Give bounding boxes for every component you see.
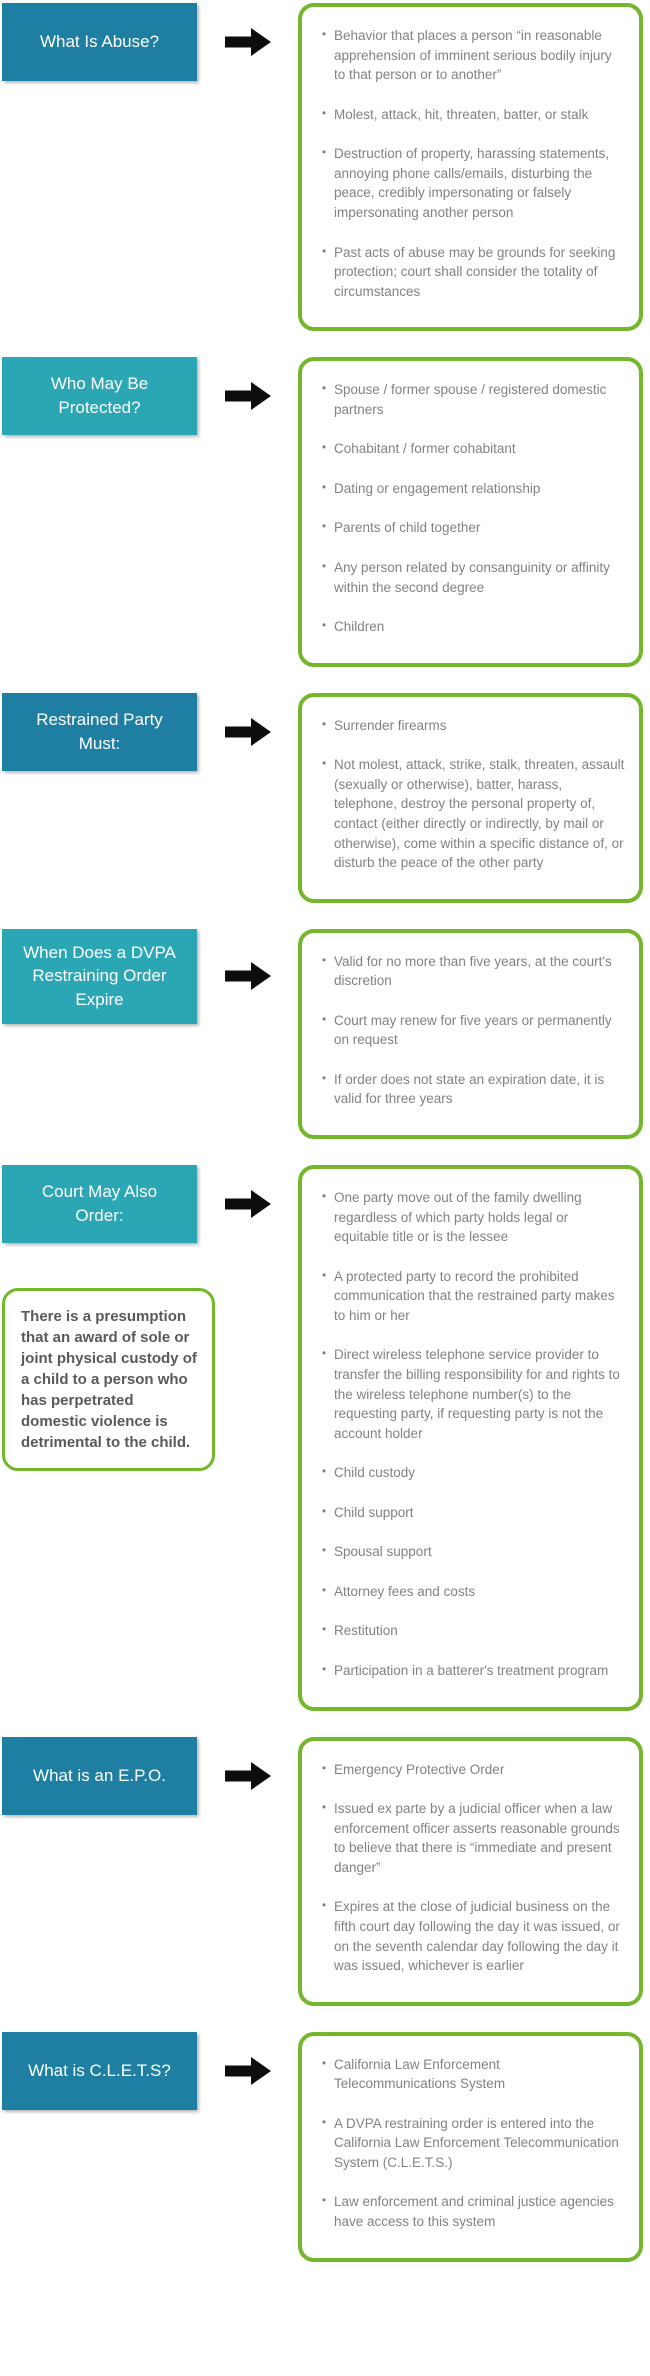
section-title-strip: When Does a DVPA Restraining Order Expir…	[2, 928, 298, 1025]
right-arrow-icon	[224, 28, 271, 56]
bullet-item: Dating or engagement relationship	[321, 479, 625, 499]
section-left-column: When Does a DVPA Restraining Order Expir…	[2, 928, 298, 1025]
bullet-item: Expires at the close of judicial busines…	[321, 1897, 625, 1975]
bullet-item: Spousal support	[321, 1542, 625, 1562]
bullet-item: Emergency Protective Order	[321, 1760, 625, 1780]
section-title: Restrained Party Must:	[36, 709, 163, 753]
bullet-list: Valid for no more than five years, at th…	[321, 952, 625, 1109]
bullet-item: Child support	[321, 1503, 625, 1523]
section-title-box: What is an E.P.O.	[2, 1736, 197, 1815]
section-title-box: Court May Also Order:	[2, 1165, 197, 1243]
section-title-strip: What is an E.P.O.	[2, 1736, 298, 1815]
bullet-item: Destruction of property, harassing state…	[321, 144, 625, 222]
section-title-box: Restrained Party Must:	[2, 692, 197, 771]
bullet-item: Parents of child together	[321, 518, 625, 538]
section-what-is-clets: What is C.L.E.T.S? California Law Enforc…	[2, 2031, 643, 2262]
section-title-box: What Is Abuse?	[2, 3, 197, 81]
bullet-item: Valid for no more than five years, at th…	[321, 952, 625, 991]
section-left-column: What is an E.P.O.	[2, 1736, 298, 1815]
section-title-strip: What is C.L.E.T.S?	[2, 2031, 298, 2110]
bullet-item: Spouse / former spouse / registered dome…	[321, 380, 625, 419]
section-left-column: Court May Also Order: There is a presump…	[2, 1165, 298, 1471]
section-content-box: One party move out of the family dwellin…	[298, 1165, 643, 1711]
bullet-item: Law enforcement and criminal justice age…	[321, 2192, 625, 2231]
section-court-may-also-order: Court May Also Order: There is a presump…	[2, 1165, 643, 1711]
section-when-does-order-expire: When Does a DVPA Restraining Order Expir…	[2, 928, 643, 1139]
bullet-item: One party move out of the family dwellin…	[321, 1188, 625, 1247]
arrow-container	[197, 962, 298, 991]
bullet-item: Molest, attack, hit, threaten, batter, o…	[321, 105, 625, 125]
section-content-box: Surrender firearmsNot molest, attack, st…	[298, 692, 643, 903]
bullet-list: Spouse / former spouse / registered dome…	[321, 380, 625, 637]
bullet-item: Attorney fees and costs	[321, 1582, 625, 1602]
section-title: Court May Also Order:	[41, 1182, 158, 1225]
bullet-item: Any person related by consanguinity or a…	[321, 558, 625, 597]
section-restrained-party-must: Restrained Party Must: Surrender firearm…	[2, 692, 643, 903]
bullet-item: Behavior that places a person “in reason…	[321, 26, 625, 85]
right-arrow-icon	[224, 717, 271, 746]
bullet-item: Past acts of abuse may be grounds for se…	[321, 243, 625, 302]
arrow-container	[197, 1761, 298, 1790]
section-content-box: Behavior that places a person “in reason…	[298, 3, 643, 332]
bullet-list: Behavior that places a person “in reason…	[321, 26, 625, 301]
bullet-item: Restitution	[321, 1621, 625, 1641]
custody-presumption-note: There is a presumption that an award of …	[2, 1288, 215, 1471]
section-content-box: California Law Enforcement Telecommunica…	[298, 2031, 643, 2262]
section-title: Who May Be Protected?	[50, 374, 149, 418]
section-who-may-be-protected: Who May Be Protected? Spouse / former sp…	[2, 357, 643, 667]
bullet-item: California Law Enforcement Telecommunica…	[321, 2055, 625, 2094]
arrow-container	[197, 382, 298, 411]
right-arrow-icon	[224, 2056, 271, 2085]
section-left-column: What is C.L.E.T.S?	[2, 2031, 298, 2110]
arrow-container	[197, 717, 298, 746]
bullet-item: Issued ex parte by a judicial officer wh…	[321, 1799, 625, 1877]
right-arrow-icon	[224, 1190, 271, 1218]
section-left-column: Restrained Party Must:	[2, 692, 298, 771]
section-title-strip: What Is Abuse?	[2, 3, 298, 81]
dvpa-infographic: What Is Abuse? Behavior that places a pe…	[0, 0, 650, 2272]
right-arrow-icon	[224, 962, 271, 991]
section-what-is-an-epo: What is an E.P.O. Emergency Protective O…	[2, 1736, 643, 2006]
bullet-item: Children	[321, 617, 625, 637]
bullet-item: A DVPA restraining order is entered into…	[321, 2114, 625, 2173]
section-content-box: Valid for no more than five years, at th…	[298, 928, 643, 1139]
bullet-item: Not molest, attack, strike, stalk, threa…	[321, 755, 625, 872]
bullet-item: Direct wireless telephone service provid…	[321, 1345, 625, 1443]
right-arrow-icon	[224, 382, 271, 411]
section-title-box: Who May Be Protected?	[2, 357, 197, 436]
section-title-box: When Does a DVPA Restraining Order Expir…	[2, 928, 197, 1025]
section-title: When Does a DVPA Restraining Order Expir…	[23, 942, 176, 1010]
section-title: What is C.L.E.T.S?	[28, 2060, 171, 2080]
bullet-list: Surrender firearmsNot molest, attack, st…	[321, 716, 625, 873]
bullet-item: Child custody	[321, 1463, 625, 1483]
section-title: What is an E.P.O.	[33, 1765, 166, 1785]
arrow-container	[197, 2056, 298, 2085]
section-title-strip: Who May Be Protected?	[2, 357, 298, 436]
bullet-item: Surrender firearms	[321, 716, 625, 736]
bullet-item: A protected party to record the prohibit…	[321, 1267, 625, 1326]
right-arrow-icon	[224, 1761, 271, 1790]
bullet-item: Court may renew for five years or perman…	[321, 1011, 625, 1050]
section-content-box: Emergency Protective OrderIssued ex part…	[298, 1736, 643, 2006]
section-left-column: Who May Be Protected?	[2, 357, 298, 436]
section-title-strip: Restrained Party Must:	[2, 692, 298, 771]
section-content-box: Spouse / former spouse / registered dome…	[298, 357, 643, 667]
bullet-item: Participation in a batterer's treatment …	[321, 1661, 625, 1681]
section-title-box: What is C.L.E.T.S?	[2, 2031, 197, 2110]
arrow-container	[197, 28, 298, 56]
bullet-list: California Law Enforcement Telecommunica…	[321, 2055, 625, 2232]
bullet-list: One party move out of the family dwellin…	[321, 1188, 625, 1681]
section-title-strip: Court May Also Order:	[2, 1165, 298, 1243]
sections-root: What Is Abuse? Behavior that places a pe…	[2, 3, 643, 2262]
bullet-list: Emergency Protective OrderIssued ex part…	[321, 1760, 625, 1976]
bullet-item: Cohabitant / former cohabitant	[321, 439, 625, 459]
section-what-is-abuse: What Is Abuse? Behavior that places a pe…	[2, 3, 643, 332]
custody-presumption-note-text: There is a presumption that an award of …	[21, 1308, 197, 1451]
section-left-column: What Is Abuse?	[2, 3, 298, 81]
arrow-container	[197, 1190, 298, 1218]
section-title: What Is Abuse?	[39, 32, 160, 52]
bullet-item: If order does not state an expiration da…	[321, 1070, 625, 1109]
